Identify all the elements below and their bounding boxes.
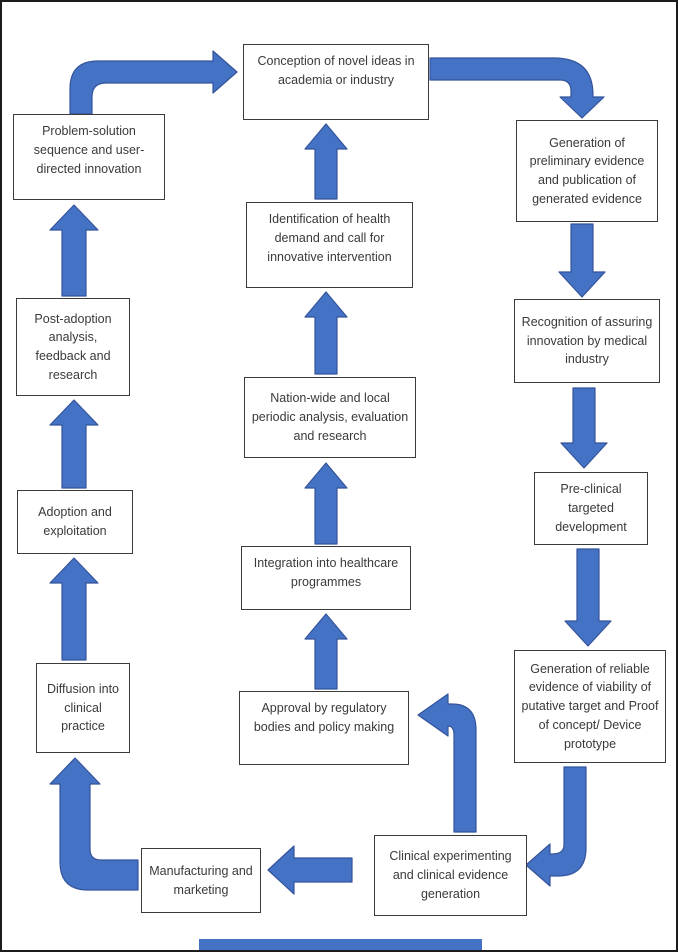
node-manufacturing: Manufacturing and marketing (141, 848, 261, 913)
node-adoption: Adoption and exploitation (17, 490, 133, 554)
bottom-blue-bar (199, 939, 482, 950)
node-conception: Conception of novel ideas in academia or… (243, 44, 429, 120)
arrow-problem-to-conception (69, 50, 238, 115)
arrow-diffusion-to-adoption (49, 557, 99, 661)
arrow-identification-to-conception (304, 123, 348, 200)
node-preclinical: Pre-clinical targeted development (534, 472, 648, 545)
arrow-integration-to-nationwide (304, 462, 348, 545)
node-integration: Integration into healthcare programmes (241, 546, 411, 610)
node-diffusion: Diffusion into clinical practice (36, 663, 130, 753)
node-nationwide: Nation-wide and local periodic analysis,… (244, 377, 416, 458)
node-identification: Identification of health demand and call… (246, 202, 413, 288)
node-approval: Approval by regulatory bodies and policy… (239, 691, 409, 765)
node-clinical: Clinical experimenting and clinical evid… (374, 835, 527, 916)
node-generation-reliable: Generation of reliable evidence of viabi… (514, 650, 666, 763)
node-problem-solution: Problem-solution sequence and user-direc… (13, 114, 165, 200)
node-generation-preliminary: Generation of preliminary evidence and p… (516, 120, 658, 222)
arrow-postadoption-to-problem (49, 204, 99, 297)
arrow-recognition-to-preclinical (560, 387, 608, 469)
node-recognition: Recognition of assuring innovation by me… (514, 299, 660, 383)
arrow-clinical-to-manufacturing (267, 845, 353, 895)
node-postadoption: Post-adoption analysis, feedback and res… (16, 298, 130, 396)
arrow-group (49, 50, 612, 895)
arrow-manufacturing-to-diffusion (49, 757, 139, 891)
arrow-nationwide-to-identification (304, 291, 348, 375)
arrow-conception-to-generation-preliminary (429, 57, 605, 119)
arrow-adoption-to-postadoption (49, 399, 99, 489)
arrow-generation-preliminary-to-recognition (558, 223, 606, 298)
arrow-approval-to-integration (304, 613, 348, 690)
arrow-clinical-to-approval (417, 693, 477, 833)
arrow-preclinical-to-generation-reliable (564, 548, 612, 647)
arrow-generation-reliable-to-clinical (525, 766, 587, 887)
